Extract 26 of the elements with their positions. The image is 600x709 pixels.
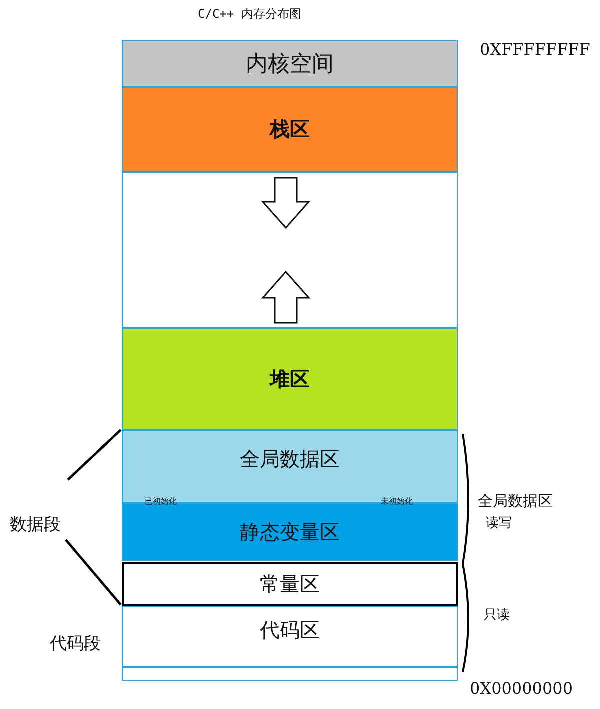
kernel-space-block — [122, 40, 458, 87]
address-label: 0XFFFFFFFF — [480, 40, 590, 59]
segment-label: 数据段 — [10, 514, 61, 536]
segment-label: 代码段 — [50, 633, 101, 655]
block-label: 全局数据区 — [240, 446, 340, 473]
address-label: 0X00000000 — [470, 679, 574, 698]
block-label: 常量区 — [260, 570, 320, 598]
diagram-title: C/C++ 内存分布图 — [198, 6, 302, 23]
block-label: 内核空间 — [246, 50, 334, 78]
stack-block — [122, 87, 458, 172]
block-label: 栈区 — [270, 116, 310, 143]
constant-block — [122, 562, 458, 606]
note-label: 已初始化 — [145, 496, 177, 507]
access-label: 读写 — [486, 515, 512, 532]
static-variable-block — [122, 503, 458, 561]
free-space-block — [122, 172, 458, 328]
bottom-strip-block — [122, 667, 458, 681]
global-data-block — [122, 430, 458, 503]
note-label: 未初始化 — [381, 496, 413, 507]
code-block — [122, 606, 458, 667]
block-label: 代码区 — [260, 617, 320, 644]
block-label: 堆区 — [270, 366, 310, 392]
block-label: 静态变量区 — [240, 518, 340, 546]
heap-block — [122, 328, 458, 430]
region-label: 全局数据区 — [478, 492, 553, 511]
access-label: 只读 — [484, 607, 510, 624]
